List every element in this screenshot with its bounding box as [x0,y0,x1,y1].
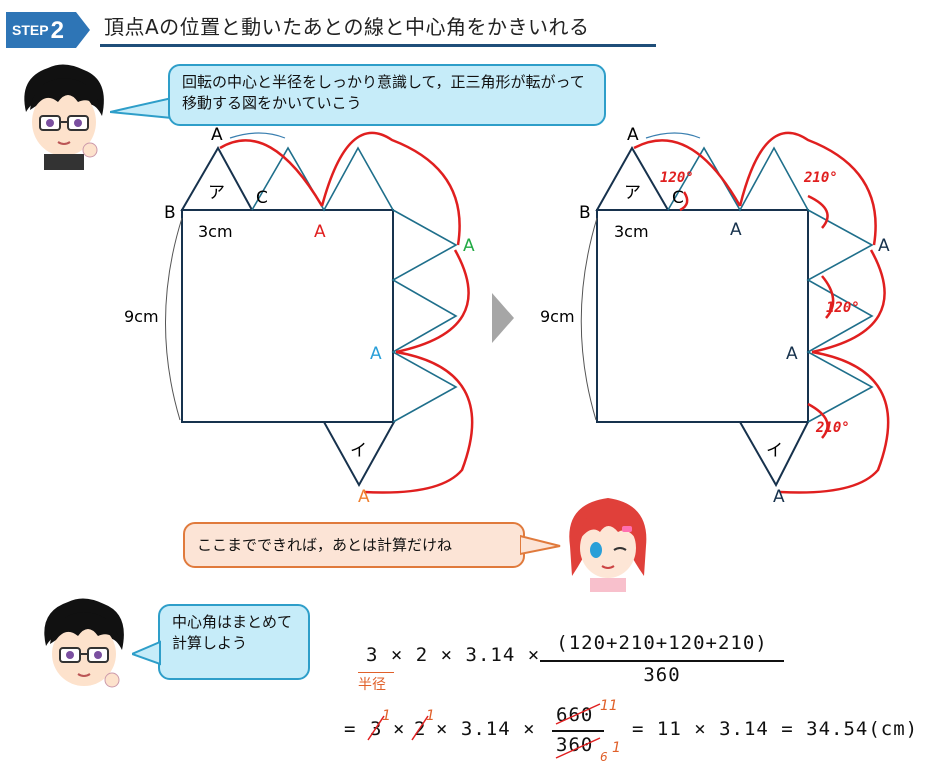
right-angle-1: 120° [660,170,694,186]
bubble-middle: ここまでできれば，あとは計算だけね [183,522,525,568]
fraction2-den-reduced-6: 6 [600,750,608,764]
formula-line2-3-reduced: 1 [382,708,391,724]
formula-line2-2-reduced: 1 [426,708,435,724]
left-triangle-i-label: イ [350,441,367,461]
right-vertex-a-top: A [627,125,639,145]
step-badge: STEP2 [12,18,64,43]
right-a-position-2: A [878,236,890,256]
left-vertex-c: C [256,188,268,208]
left-triangle-a-label: ア [208,183,225,203]
right-a-position-3: A [786,344,798,364]
right-vertex-c: C [672,188,684,208]
left-a-position-4: A [358,487,370,507]
triangle-i [322,421,396,488]
left-a-position-1: A [314,222,326,242]
left-length-9: 9cm [124,307,159,326]
strike-2 [411,715,429,741]
fraction1-bar [540,660,784,662]
fraction2-numerator-reduced: 11 [600,698,618,714]
bubble-bottom-tail [132,640,161,666]
radius-underline [358,672,394,673]
left-vertex-b: B [164,203,176,223]
bubble-middle-tail [520,534,561,556]
right-triangle-a-label: ア [624,183,641,203]
bubble-bottom: 中心角はまとめて計算しよう [158,604,310,680]
right-angle-2: 210° [804,170,838,186]
formula-line2-eq: = [344,718,357,740]
right-a-position-4: A [773,487,785,507]
fraction2-bar [552,730,604,732]
right-a-position-1: A [730,220,742,240]
triangle-a [180,145,254,211]
formula-line2-result: = 11 × 3.14 = 34.54(cm) [632,718,919,740]
square-outline [181,209,394,423]
strike-660 [555,703,601,725]
step-number: 2 [50,17,64,44]
boy-avatar-bottom [44,598,124,688]
right-angle-3: 120° [826,300,860,316]
bubble-top: 回転の中心と半径をしっかり意識して，正三角形が転がって移動する図をかいていこう [168,64,606,126]
girl-avatar [569,498,647,592]
left-a-position-3: A [370,344,382,364]
radius-note: 半径 [358,677,386,693]
formula-line2-mid: × 3.14 × [436,718,536,740]
boy-avatar [24,64,104,170]
right-length-3: 3cm [614,222,649,241]
next-arrow-icon [492,293,514,343]
left-vertex-a-top: A [211,125,223,145]
right-figure [580,131,890,494]
right-length-9: 9cm [540,307,575,326]
strike-3 [367,715,385,741]
page-title: 頂点Aの位置と動いたあとの線と中心角をかきいれる [104,15,590,39]
title-underline [100,44,656,47]
step-badge-shape [6,12,90,48]
strike-360 [555,737,601,759]
fraction1-numerator: (120+210+120+210) [556,632,768,654]
fraction2-denominator-reduced: 1 [612,740,621,756]
formula-line1-left: 3 × 2 × 3.14 × [366,644,541,666]
left-length-3: 3cm [198,222,233,241]
right-angle-4: 210° [816,420,850,436]
left-a-position-2: A [463,236,475,256]
right-vertex-b: B [579,203,591,223]
right-triangle-i-label: イ [766,441,783,461]
left-figure [165,131,474,494]
fraction2-denominator: 360 [556,734,594,756]
fraction1-denominator: 360 [643,664,681,686]
step-label: STEP [12,22,49,38]
